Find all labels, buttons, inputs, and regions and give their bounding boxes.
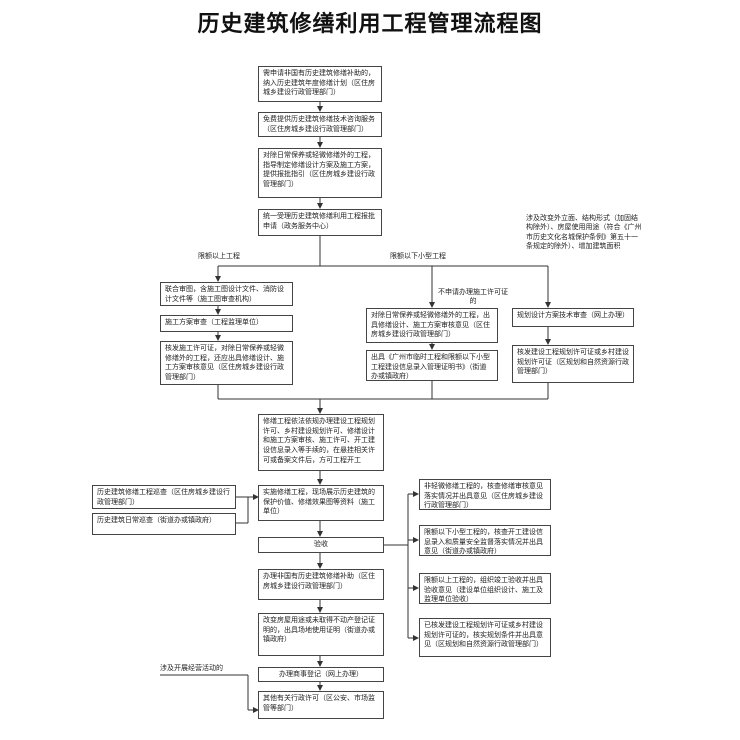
label-above-limit: 限额以上工程 bbox=[198, 252, 240, 260]
step-start-construction: 修缮工程依法依规办理建设工程规划许可、乡村建设规划许可、修缮设计和施工方案审核、… bbox=[258, 414, 384, 471]
step-unified-acceptance: 统一受理历史建筑修缮利用工程报批申请（政务服务中心） bbox=[258, 209, 382, 236]
check-repair-opinion: 非轻微修缮工程的，核查修缮审核意见落实情况并出具意见（区住房城乡建设行政管理部门… bbox=[419, 479, 551, 510]
step-design-review-opinion: 对除日常保养或轻微修缮外的工程，出具修缮设计、施工方案审核意见（区住房城乡建设行… bbox=[366, 308, 498, 343]
step-subsidy-plan: 需申请非国有历史建筑修缮补助的，纳入历史建筑年度修缮计划（区住房城乡建设行政管理… bbox=[258, 66, 382, 102]
label-no-permit: 不申请办理施工许可证的 bbox=[438, 288, 508, 306]
step-joint-drawing-review: 联合审图，含施工图设计文件、消防设计文件等（施工图审查机构） bbox=[160, 282, 293, 306]
step-small-project-certificate: 出具《广州市临时工程和限额以下小型工程建设信息录入管理证明书》（街道办或镇政府） bbox=[366, 350, 498, 381]
step-business-registration: 办理商事登记（网上办理） bbox=[258, 667, 384, 682]
label-business-activities: 涉及开展经营活动的 bbox=[160, 664, 223, 672]
page-title: 历史建筑修缮利用工程管理流程图 bbox=[197, 11, 543, 37]
step-site-use-certificate: 改变房屋用途或未取得不动产登记证明的，出具场地使用证明（街道办或镇政府） bbox=[258, 613, 384, 656]
check-completion-acceptance: 限额以上工程的，组织竣工验收并出具验收意见（建设单位组织设计、施工及监理单位验收… bbox=[419, 573, 551, 604]
check-small-project: 限额以下小型工程的，核查开工建设信息录入和质量安全监督落实情况并出具意见（街道办… bbox=[419, 525, 551, 556]
step-acceptance: 验收 bbox=[258, 537, 384, 553]
step-planning-permit: 核发建设工程规划许可证或乡村建设规划许可证（区规划和自然资源行政管理部门） bbox=[512, 345, 634, 383]
label-below-limit: 限额以下小型工程 bbox=[390, 252, 446, 260]
step-implement-repair: 实施修缮工程，现场展示历史建筑的保护价值、修缮效果图等资料（施工单位） bbox=[258, 485, 384, 521]
check-planning-conditions: 已核发建设工程规划许可证或乡村建设规划许可证的，核实规划条件并出具意见（区规划和… bbox=[419, 618, 551, 657]
step-technical-consulting: 免费提供历史建筑修缮技术咨询服务（区住房城乡建设行政管理部门） bbox=[258, 112, 382, 137]
step-repair-inspection: 历史建筑修缮工程巡查（区住房城乡建设行政管理部门） bbox=[92, 485, 236, 509]
step-construction-permit: 核发施工许可证，对除日常保养或轻微修缮外的工程，还应出具修缮设计、施工方案审核意… bbox=[160, 341, 293, 385]
step-design-guidance: 对除日常保养或轻微修缮外的工程，指导制定修缮设计方案及施工方案，提供报批指引（区… bbox=[258, 148, 382, 198]
step-daily-inspection: 历史建筑日常巡查（街道办或镇政府） bbox=[92, 513, 236, 535]
step-planning-review: 规划设计方案技术审查（网上办理） bbox=[512, 308, 634, 327]
step-subsidy-processing: 办理非国有历史建筑修缮补助（区住房城乡建设行政管理部门） bbox=[258, 569, 384, 600]
label-change-facade: 涉及改变外立面、结构形式（加固结构除外）、房屋使用用途（符合《广州市历史文化名城… bbox=[526, 214, 642, 251]
step-other-permits: 其他有关行政许可（区公安、市场监管等部门） bbox=[258, 691, 384, 719]
step-construction-plan-review: 施工方案审查（工程监理单位） bbox=[160, 315, 293, 332]
